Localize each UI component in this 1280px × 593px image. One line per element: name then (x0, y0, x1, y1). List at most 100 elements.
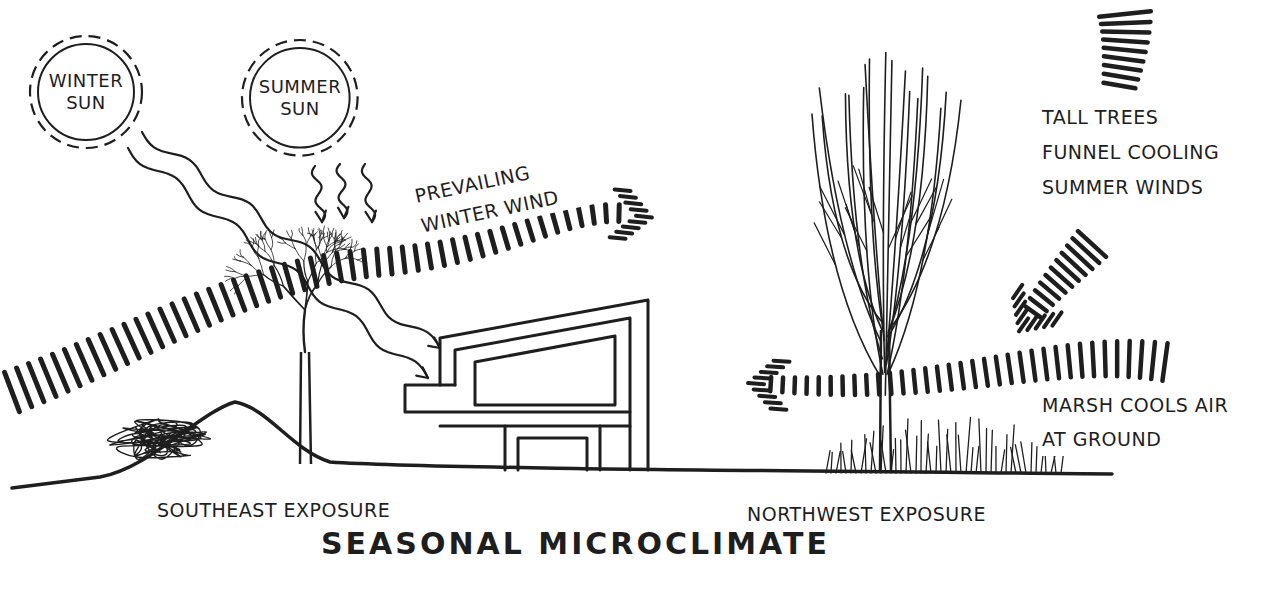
tree-branch (291, 230, 292, 238)
tree-branch (265, 239, 271, 249)
wind-dash (41, 359, 56, 396)
marsh-grass (826, 418, 1064, 473)
grass-blade (836, 451, 840, 473)
wind-dash (552, 214, 557, 232)
sun-disc (38, 44, 134, 140)
grass-blade (935, 446, 937, 473)
tree-branch (318, 237, 319, 248)
wind-dash (259, 272, 269, 301)
grass-blade (1015, 445, 1021, 473)
wind-dash (209, 289, 221, 320)
summer-wind-upper (1099, 11, 1151, 94)
wind-dash (1067, 246, 1092, 269)
tree-branch (230, 286, 238, 291)
arrow-bar (1013, 285, 1022, 298)
tree-branch (234, 276, 247, 278)
wind-dash (477, 234, 483, 256)
grass-blade (831, 453, 832, 473)
wind-dash (184, 299, 198, 330)
arrow-bar (770, 409, 786, 410)
grass-blade (985, 429, 987, 473)
tree-branch (322, 252, 332, 263)
wind-dash (1104, 48, 1146, 52)
tree-branch (318, 248, 322, 263)
building-base (505, 426, 600, 470)
tree-trunk (300, 352, 311, 464)
arrow-bar (754, 377, 770, 378)
tree-branch (890, 100, 961, 329)
winter-sun-ray (128, 148, 428, 378)
wind-dash (377, 249, 379, 275)
tree-branch (331, 258, 345, 266)
grass-blade (971, 448, 973, 473)
tree-twig (846, 204, 859, 247)
arrow-bar (767, 366, 783, 367)
tree-branch (291, 238, 295, 248)
tree-branch (304, 246, 306, 261)
deciduous-tree (225, 226, 367, 464)
wind-dash (1080, 344, 1083, 377)
grass-blade (870, 443, 876, 473)
sun-circle: WINTER SUN (28, 34, 144, 150)
wind-dash (792, 378, 797, 394)
tree-branch (889, 92, 946, 334)
grass-blade (966, 418, 971, 473)
tree-branch (304, 310, 305, 352)
tree-branch (318, 267, 331, 284)
arrow-bar (610, 237, 626, 239)
wind-dash (246, 276, 257, 306)
tree-branch (272, 230, 274, 238)
tree-branch (257, 246, 258, 258)
ray-head (315, 212, 322, 222)
tree-twig (928, 179, 944, 233)
wind-dash (1104, 56, 1143, 61)
wind-dash (852, 376, 857, 395)
winter-sun-ray (142, 132, 440, 348)
tree-branch (865, 65, 884, 341)
grass-blade (881, 440, 886, 473)
wind-dash (579, 208, 583, 226)
arrow-bar (615, 189, 631, 191)
arrow-bar (765, 402, 781, 403)
grass-blade (891, 450, 894, 473)
wind-dash (780, 377, 785, 392)
grass-blade (895, 438, 897, 473)
building-inner (455, 318, 630, 470)
wind-dash (5, 372, 20, 411)
ground-line (12, 402, 1112, 488)
wind-dash (1140, 341, 1142, 377)
wind-dash (1008, 355, 1012, 383)
ray-line (337, 164, 348, 218)
wind-dash (1031, 351, 1035, 381)
wind-dash (427, 244, 431, 268)
building-cantilever (405, 385, 630, 412)
wind-dash (1073, 238, 1100, 263)
arrow-bar (748, 383, 764, 384)
tall-tree (812, 52, 961, 472)
arrow-bar (625, 203, 641, 205)
winter-wind (5, 205, 632, 412)
wind-dash (828, 377, 833, 395)
tree-twig (935, 199, 952, 234)
wind-dash (64, 349, 80, 385)
tree-branch (869, 59, 883, 332)
wind-dash (804, 378, 809, 394)
wind-dash (1162, 343, 1167, 381)
annotation-label: NORTHWEST EXPOSURE (745, 502, 988, 526)
grass-blade (991, 430, 992, 473)
tree-branch (335, 240, 342, 251)
wind-dash (1102, 29, 1149, 34)
ray-head (428, 346, 440, 348)
tree-branch (304, 261, 308, 281)
arrow-bar (616, 232, 632, 234)
tree-branch (227, 267, 235, 272)
wind-dash (1115, 341, 1120, 376)
wind-dash (363, 250, 366, 277)
grass-blade (906, 430, 911, 473)
wind-dash (1020, 353, 1024, 382)
wind-dash (1103, 83, 1135, 88)
ray-head (322, 211, 326, 222)
tree-twig (869, 187, 883, 232)
grass-blade (843, 452, 846, 473)
arrow-bar (759, 396, 775, 397)
